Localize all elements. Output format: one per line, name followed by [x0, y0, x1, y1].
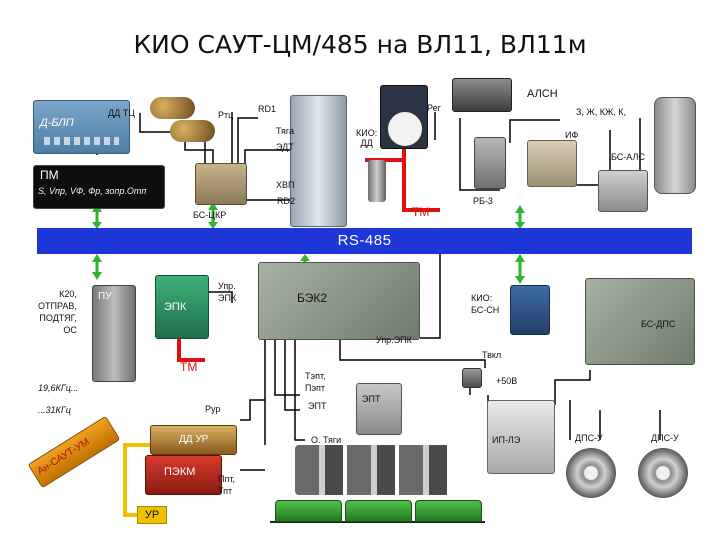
bs-als-label: БС-АЛС	[611, 152, 645, 162]
bottom-wires	[208, 250, 661, 471]
locomotive-body-1	[275, 500, 342, 522]
rd2-label: RD2	[277, 196, 296, 206]
ept-device: ЭПТ	[356, 383, 402, 435]
dd-tc-label: ДД ТЦ	[108, 108, 135, 118]
plus50-label: +50В	[496, 376, 518, 386]
traction-motors	[295, 445, 450, 495]
k20-label: К20, ОТПРАВ, ПОДТЯГ, ОС	[38, 289, 77, 335]
pu-label: ПУ	[98, 291, 112, 302]
ip-le-label: ИП-ЛЭ	[492, 435, 521, 445]
dd-tc-sensor-1	[150, 97, 195, 119]
bs-ckr-device	[195, 163, 247, 205]
rur-label: Рур	[205, 404, 221, 414]
dd-tc-sensor-2	[170, 120, 215, 142]
dps-label-2: ДПС-У	[651, 433, 679, 443]
dps-label-1: ДПС-У	[575, 433, 603, 443]
tvkl-label: Твкл	[482, 350, 502, 360]
hvp-label: ХВП	[276, 180, 295, 190]
rb3-label: РБ-3	[473, 196, 493, 206]
ept-line-label: ЭПТ	[308, 401, 327, 411]
pressure-gauge	[380, 85, 428, 149]
pm-params: S, Vпр, VФ, Фр, зопр.Отп	[38, 186, 147, 196]
freq-end-label: ...31КГц	[38, 405, 71, 415]
alsn-label: АЛСН	[527, 88, 558, 100]
freq-start-label: 19,6КГц...	[38, 383, 79, 393]
bus-arrowheads-bottom	[92, 254, 525, 284]
bek2-label: БЭК2	[297, 291, 328, 305]
kio-bssn-label: КИО: БС-СН	[471, 293, 500, 315]
tyaga-label: Тяга	[276, 126, 294, 136]
kio-dd-label: КИО: ДД	[356, 128, 378, 148]
d-blp-buttons	[44, 137, 119, 145]
rpeg-label: Рег	[427, 103, 441, 113]
epk-device: ЭПК	[155, 275, 209, 339]
tvkl-sensor	[462, 368, 482, 388]
locomotive-body-2	[345, 500, 412, 522]
tm-label-top: ТМ	[412, 205, 430, 219]
tm-label-bottom: ТМ	[180, 360, 198, 374]
if-device	[527, 140, 577, 187]
pekm-device: ПЭКМ	[145, 455, 222, 495]
rb3-device	[474, 137, 506, 189]
signal-block	[654, 97, 696, 194]
upr-epk2-label: Упр.ЭПК	[376, 335, 412, 345]
epk-label: ЭПК	[164, 301, 187, 313]
bs-als-device	[598, 170, 648, 212]
ur-pipe	[123, 443, 150, 517]
bs-ckr-label: БС-ЦКР	[193, 210, 227, 220]
o-tyagi-label: О. Тяги	[311, 435, 342, 445]
relay-block	[290, 95, 347, 227]
dps-sensor-1	[566, 448, 616, 498]
if-label: ИФ	[565, 130, 579, 140]
dd-ur-device: ДД УР	[150, 425, 237, 455]
page-title: КИО САУТ-ЦМ/485 на ВЛ11, ВЛ11м	[133, 30, 587, 59]
pu-device: ПУ	[92, 285, 136, 382]
kio-dd-sensor	[368, 160, 386, 202]
edt-label: ЭДТ	[276, 142, 294, 152]
rs485-bus: RS-485	[37, 228, 692, 254]
d-blp-device: Д-БЛП	[33, 100, 130, 154]
locomotive-body-3	[415, 500, 482, 522]
bs-dps-label: БС-ДПС	[641, 319, 676, 329]
bs-dps-device: БС-ДПС	[585, 278, 695, 365]
ip-le-device: ИП-ЛЭ	[487, 400, 555, 474]
pekm-label: ПЭКМ	[164, 466, 196, 478]
ur-tag: УР	[137, 506, 167, 524]
bs-sn-device	[510, 285, 550, 335]
dps-sensor-2	[638, 448, 688, 498]
ppt-label: Ппт, Тпт	[218, 474, 235, 496]
zzh-label: З, Ж, КЖ, К,	[576, 107, 627, 117]
rtc-label: Ртц	[218, 110, 234, 120]
bek2-device: БЭК2	[258, 262, 420, 340]
tept-label: Тэпт, Пэпт	[305, 371, 326, 393]
d-blp-label: Д-БЛП	[40, 117, 74, 129]
dd-ur-label: ДД УР	[179, 434, 209, 445]
ept-device-label: ЭПТ	[362, 394, 381, 404]
upr-epk-label: Упр. ЭПК	[218, 281, 237, 303]
pm-device: ПМ S, Vпр, VФ, Фр, зопр.Отп	[33, 165, 165, 209]
alsn-device	[452, 78, 512, 112]
pm-label: ПМ	[40, 168, 59, 182]
gauge-dial	[387, 111, 423, 147]
rd1-label: RD1	[258, 104, 277, 114]
